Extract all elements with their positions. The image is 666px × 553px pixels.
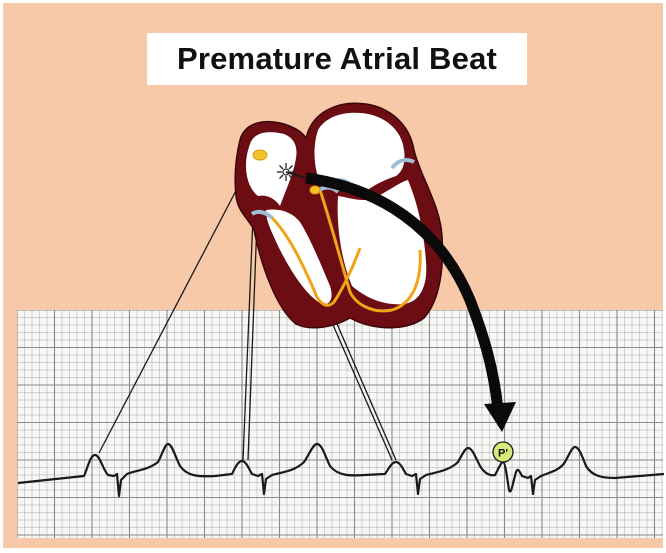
ecg-trace [18,444,664,496]
p-prime-label: P' [498,448,508,460]
sa-node-icon [253,150,267,160]
p-prime-marker: P' [493,442,513,462]
av-node-icon [310,186,320,194]
pointer-line-1 [99,160,252,453]
